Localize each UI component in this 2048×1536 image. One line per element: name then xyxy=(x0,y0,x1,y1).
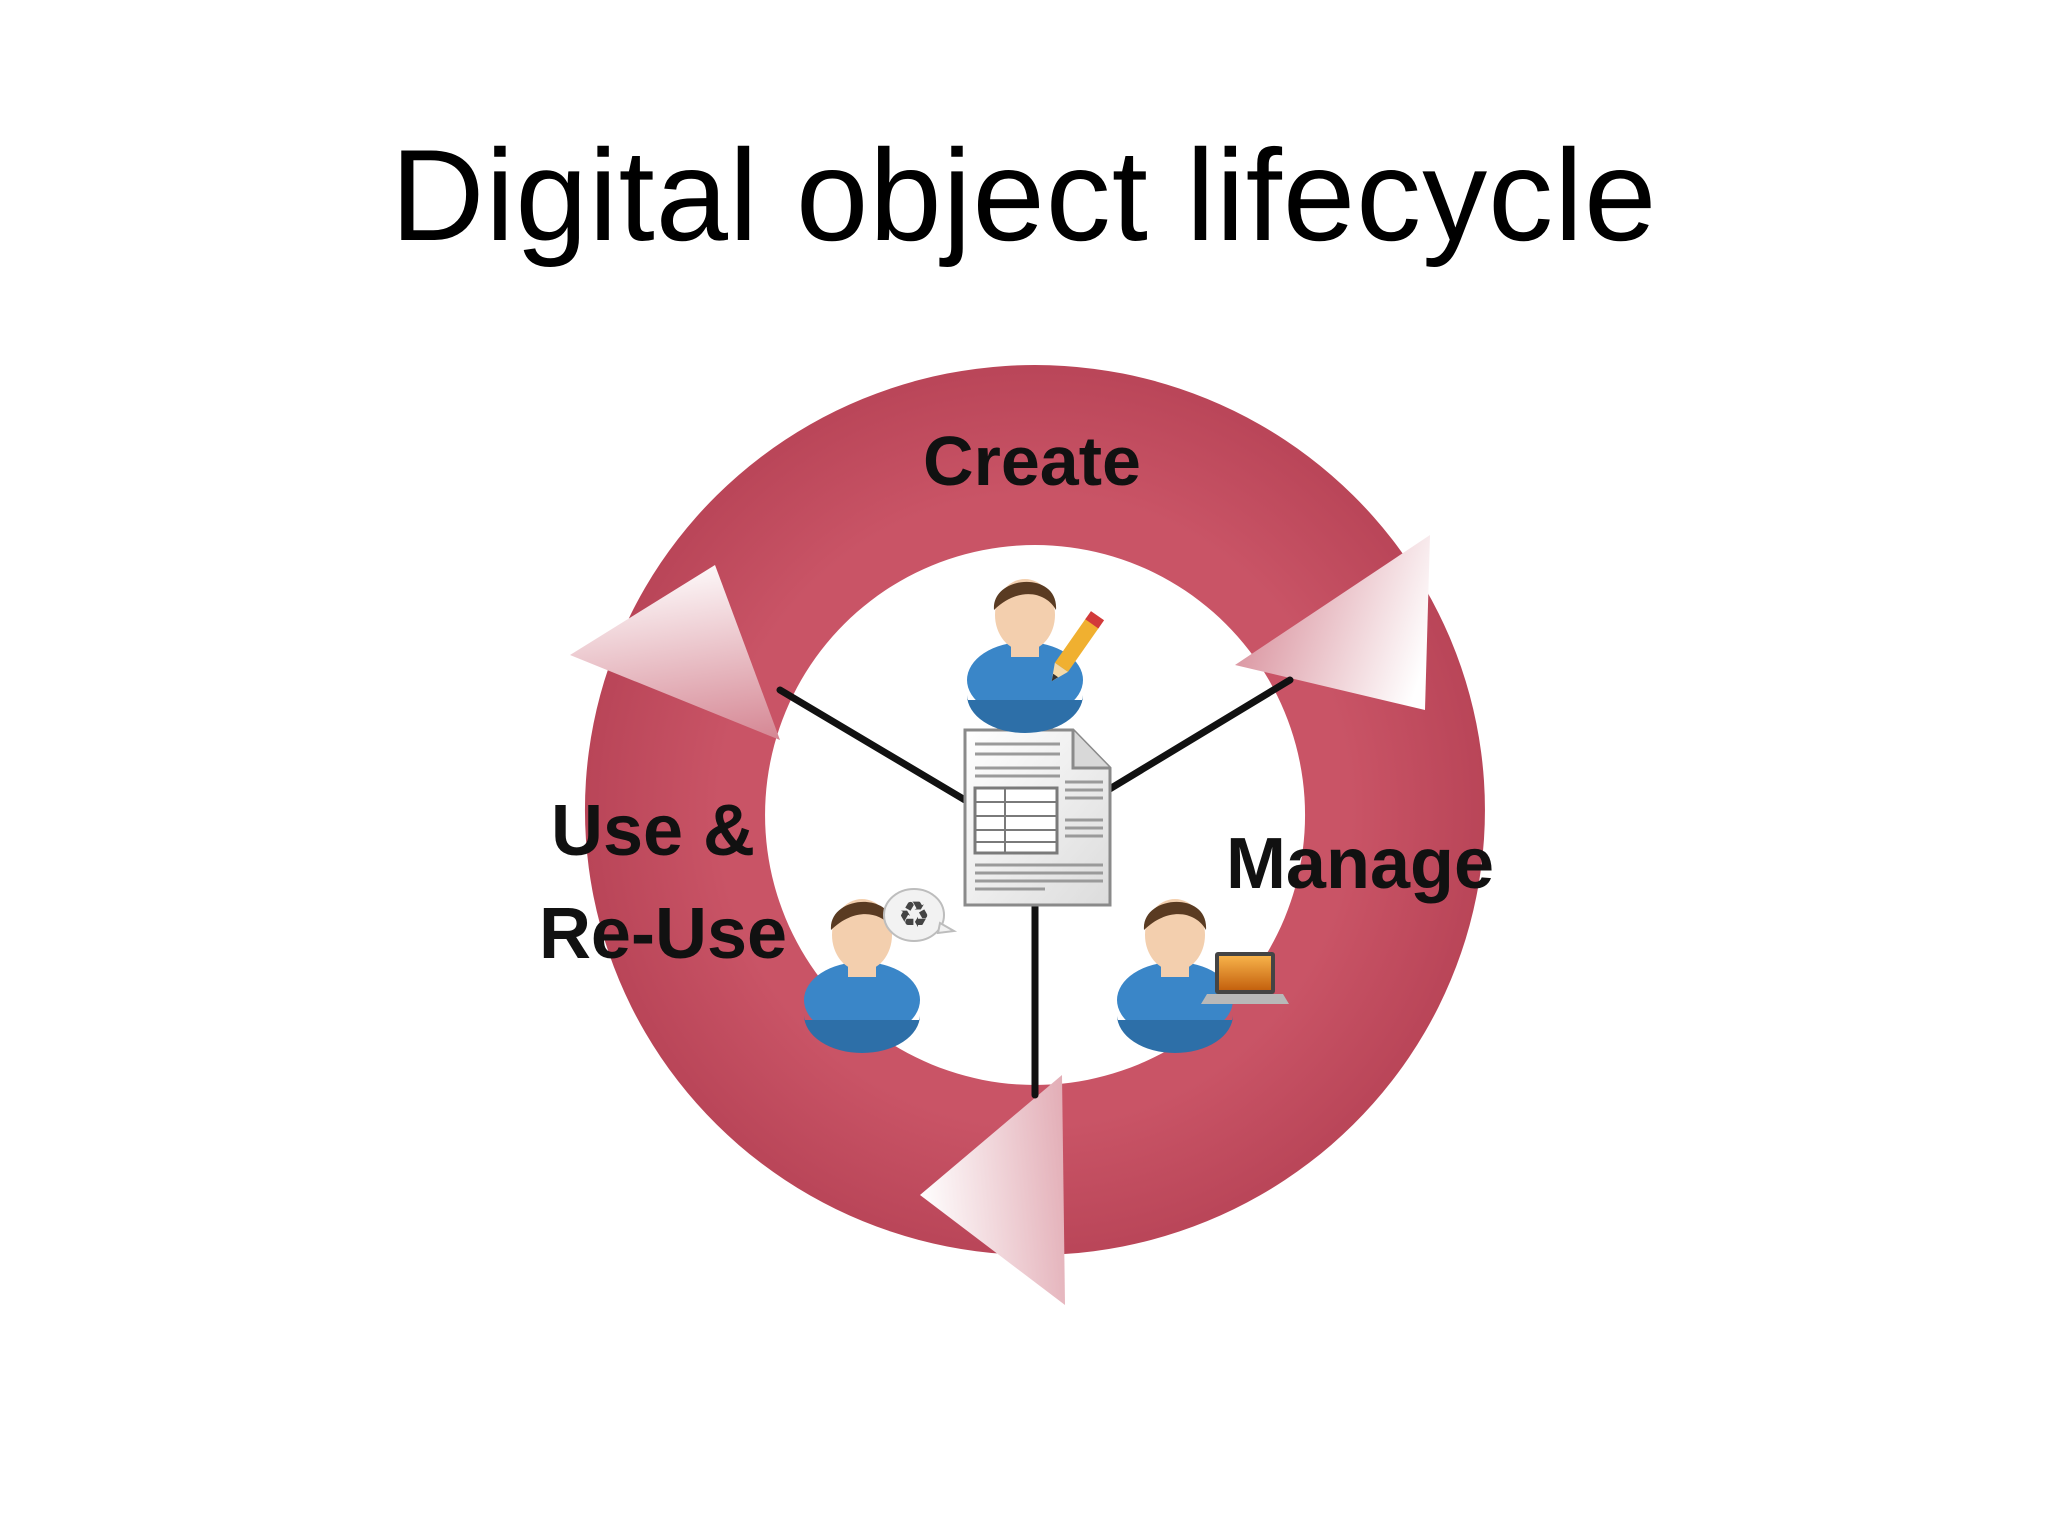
recycle-icon: ♻ xyxy=(883,888,958,942)
lifecycle-ring xyxy=(584,365,1485,1255)
create-arrowhead xyxy=(1235,535,1430,710)
stage-label-reuse-line1: Use & xyxy=(551,791,755,871)
creator-person-icon xyxy=(967,579,1105,733)
pencil-icon xyxy=(1051,611,1105,682)
reuser-person-icon: ♻ xyxy=(804,888,958,1053)
page-title: Digital object lifecycle xyxy=(390,122,1658,268)
reuse-arrowhead xyxy=(570,565,780,740)
document-icon xyxy=(963,728,1112,907)
stage-label-reuse-line2: Re-Use xyxy=(539,894,787,974)
manager-person-icon xyxy=(1117,899,1289,1053)
laptop-icon xyxy=(1201,952,1289,1004)
svg-text:♻: ♻ xyxy=(898,895,930,936)
stage-label-create: Create xyxy=(923,422,1141,500)
stage-label-manage: Manage xyxy=(1226,824,1494,904)
spokes xyxy=(776,676,1294,1099)
manage-arrowhead xyxy=(920,1075,1065,1305)
